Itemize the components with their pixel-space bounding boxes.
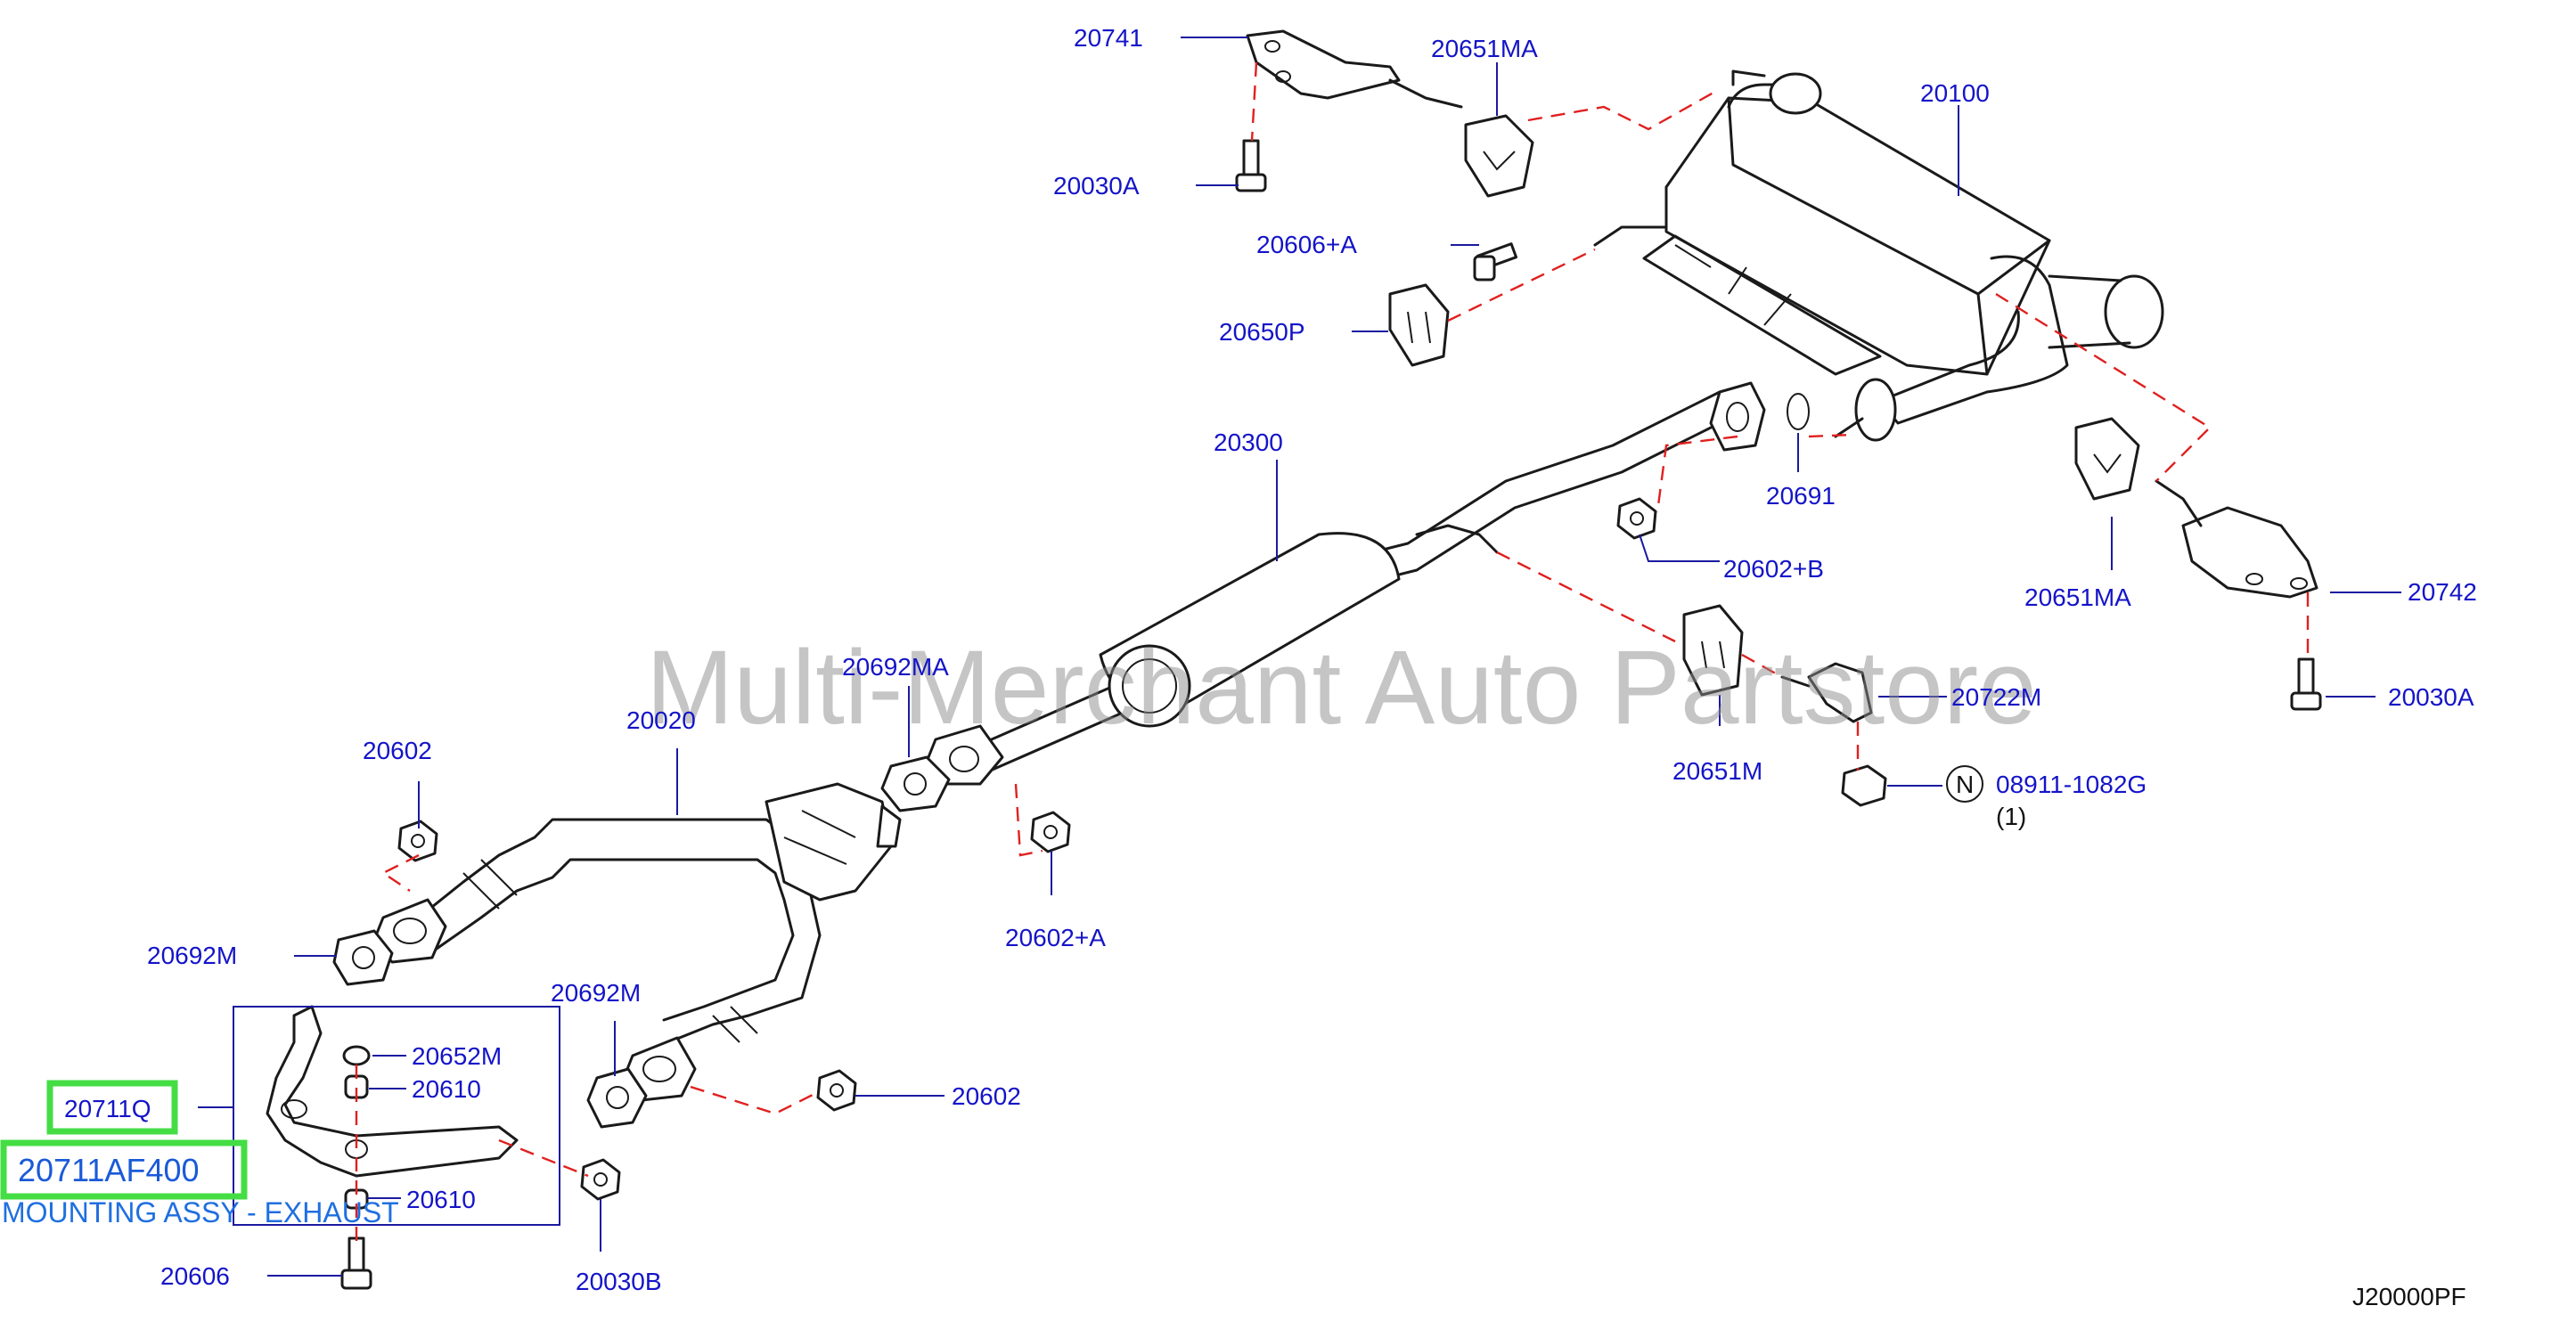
watermark: Multi-Merchant Auto Partstore: [646, 629, 2037, 747]
callout-20610-a[interactable]: 20610: [412, 1075, 481, 1103]
callout-20610-b[interactable]: 20610: [406, 1186, 476, 1213]
callout-20691[interactable]: 20691: [1766, 482, 1836, 510]
nut-20602-right: [816, 1069, 857, 1112]
callout-08911-qty: (1): [1996, 803, 2026, 830]
nut-08911: [1841, 764, 1887, 807]
callout-20030B[interactable]: 20030B: [576, 1268, 662, 1295]
callout-20722M[interactable]: 20722M: [1951, 683, 2041, 711]
callout-20602-right[interactable]: 20602: [952, 1082, 1021, 1110]
callout-08911-1082G[interactable]: 08911-1082G: [1996, 771, 2147, 798]
callout-20692M-left[interactable]: 20692M: [147, 942, 237, 969]
nut-20602B: [1616, 497, 1657, 540]
washer-20652M: [342, 1045, 371, 1066]
callout-labels: 20741 20651MA 20100 20030A 20606+A 20650…: [0, 24, 2477, 1295]
callout-20300[interactable]: 20300: [1214, 428, 1283, 456]
callout-20651MA-top[interactable]: 20651MA: [1431, 35, 1538, 62]
gasket-20692M-left: [332, 929, 394, 986]
callout-20741[interactable]: 20741: [1074, 24, 1143, 52]
part-number-highlight: [0, 1139, 248, 1200]
callout-20606[interactable]: 20606: [160, 1262, 230, 1290]
callout-20742[interactable]: 20742: [2408, 578, 2477, 606]
bolt-20606: [340, 1236, 372, 1290]
callout-20651M[interactable]: 20651M: [1672, 757, 1762, 785]
callout-20652M[interactable]: 20652M: [412, 1042, 502, 1070]
assembly-lines: [355, 61, 2310, 1243]
bolt-20030A-right: [2290, 657, 2322, 711]
rear-muffler: [1593, 69, 2164, 442]
callout-20650P[interactable]: 20650P: [1219, 318, 1305, 346]
callout-20711Q[interactable]: 20711Q: [64, 1095, 151, 1122]
hanger-20651M: [1682, 604, 1744, 697]
callout-20692M-mid[interactable]: 20692M: [551, 979, 641, 1007]
bracket-20741: [1246, 29, 1463, 109]
hanger-20651MA-top: [1464, 114, 1534, 198]
bracket-20742: [2155, 479, 2318, 599]
callout-20602A[interactable]: 20602+A: [1005, 924, 1106, 951]
nut-symbol-letter: N: [1956, 771, 1974, 798]
callout-20606A[interactable]: 20606+A: [1256, 231, 1357, 258]
leader-lines: [198, 37, 2401, 1277]
callout-20030A-right[interactable]: 20030A: [2388, 683, 2474, 711]
gasket-20692MA-a: [880, 755, 951, 812]
gasket-20692M-mid: [586, 1067, 648, 1129]
nut-symbol-circle: [1946, 765, 1983, 803]
center-pipe-with-muffler: [925, 381, 1766, 786]
hanger-20651MA-right: [2074, 417, 2140, 501]
callout-20651MA-right[interactable]: 20651MA: [2024, 583, 2131, 611]
callout-20100[interactable]: 20100: [1920, 79, 1990, 107]
bracket-20722M: [1780, 662, 1873, 723]
highlighted-part-number[interactable]: 20711AF400: [18, 1152, 200, 1188]
highlighted-part-description: MOUNTING ASSY - EXHAUST: [2, 1196, 399, 1228]
hanger-20650P: [1388, 283, 1450, 367]
callout-20020[interactable]: 20020: [626, 706, 696, 734]
callout-20030A-top[interactable]: 20030A: [1053, 172, 1140, 200]
callout-20602B[interactable]: 20602+B: [1723, 555, 1824, 583]
bolt-20606A: [1473, 242, 1518, 282]
callout-20602-left[interactable]: 20602: [363, 737, 432, 764]
nut-20602-left: [397, 820, 438, 862]
bolt-20030A-top: [1235, 139, 1267, 192]
ring-gasket: [1787, 393, 1810, 430]
nut-20602A: [1030, 811, 1071, 853]
diagram-code: J20000PF: [2352, 1283, 2466, 1310]
nut-20030B: [580, 1158, 621, 1201]
callout-20692MA[interactable]: 20692MA: [842, 653, 949, 681]
front-y-pipe: [372, 782, 902, 1102]
callout-20711Q-highlight: [46, 1080, 178, 1135]
